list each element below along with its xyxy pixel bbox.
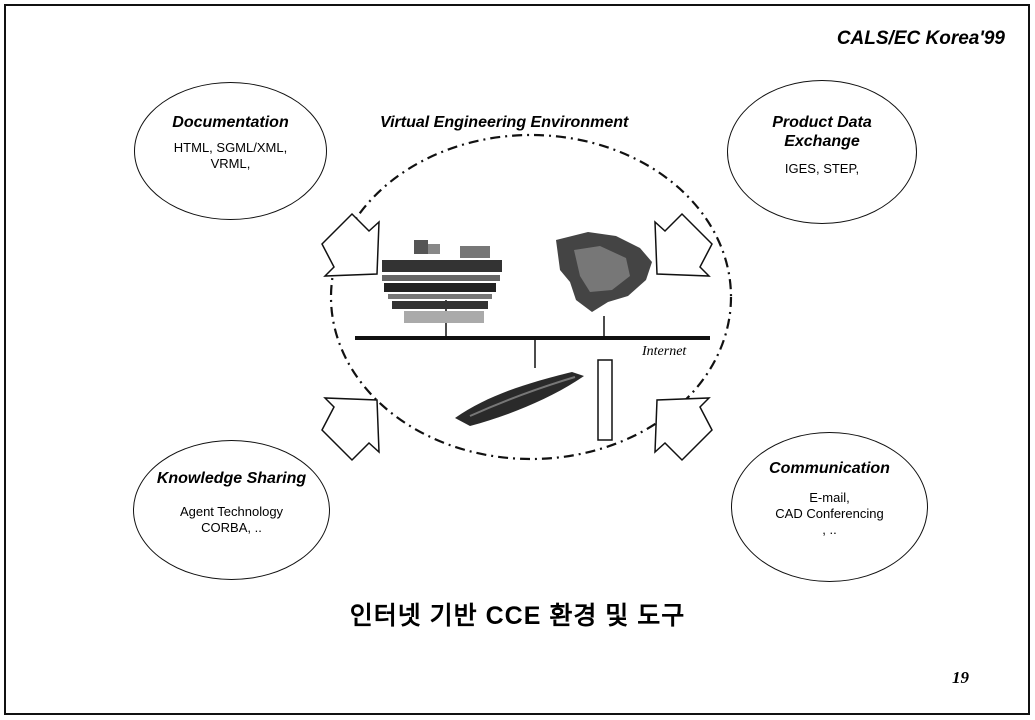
documentation-line: HTML, SGML/XML,	[173, 140, 288, 155]
ship-hull-image	[455, 372, 584, 426]
communication-line: CAD Conferencing	[775, 506, 884, 521]
knowledge-sharing-line: Agent Technology	[179, 504, 284, 519]
internet-label: Internet	[642, 344, 687, 359]
product-data-bubble: Product Data Exchange IGES, STEP,	[727, 80, 917, 224]
product-data-body: IGES, STEP,	[728, 161, 916, 177]
documentation-title: Documentation	[172, 114, 289, 131]
product-data-title-line: Product Data	[772, 114, 872, 131]
communication-body: E-mail, CAD Conferencing , ..	[732, 490, 927, 538]
knowledge-sharing-bubble: Knowledge Sharing Agent Technology CORBA…	[133, 440, 330, 580]
communication-line: , ..	[822, 522, 837, 537]
product-data-title: Product Data Exchange	[728, 113, 916, 151]
communication-bubble: Communication E-mail, CAD Conferencing ,…	[731, 432, 928, 582]
server-rack-image	[597, 359, 613, 441]
knowledge-sharing-title: Knowledge Sharing	[156, 470, 307, 487]
arrow-documentation	[321, 212, 380, 277]
documentation-body: HTML, SGML/XML, VRML,	[135, 140, 326, 172]
documentation-bubble: Documentation HTML, SGML/XML, VRML,	[134, 82, 327, 220]
communication-line: E-mail,	[809, 490, 850, 505]
page-number: 19	[952, 668, 969, 687]
workstation-image	[382, 240, 502, 323]
terrain-model-image	[556, 232, 652, 312]
slide-caption: 인터넷 기반 CCE 환경 및 도구	[349, 602, 686, 630]
knowledge-sharing-body: Agent Technology CORBA, ..	[134, 504, 329, 536]
diagram-title: Virtual Engineering Environment	[380, 114, 629, 131]
arrow-knowledge	[321, 397, 380, 462]
product-data-title-line: Exchange	[784, 133, 860, 150]
documentation-line: VRML,	[210, 156, 251, 171]
communication-title: Communication	[769, 460, 890, 477]
product-data-line: IGES, STEP,	[784, 161, 860, 176]
arrow-communication	[654, 397, 713, 462]
knowledge-sharing-line: CORBA, ..	[201, 520, 262, 535]
arrow-product-data	[654, 212, 713, 277]
header-brand: CALS/EC Korea'99	[836, 28, 1005, 49]
virtual-environment-ellipse	[329, 133, 733, 461]
